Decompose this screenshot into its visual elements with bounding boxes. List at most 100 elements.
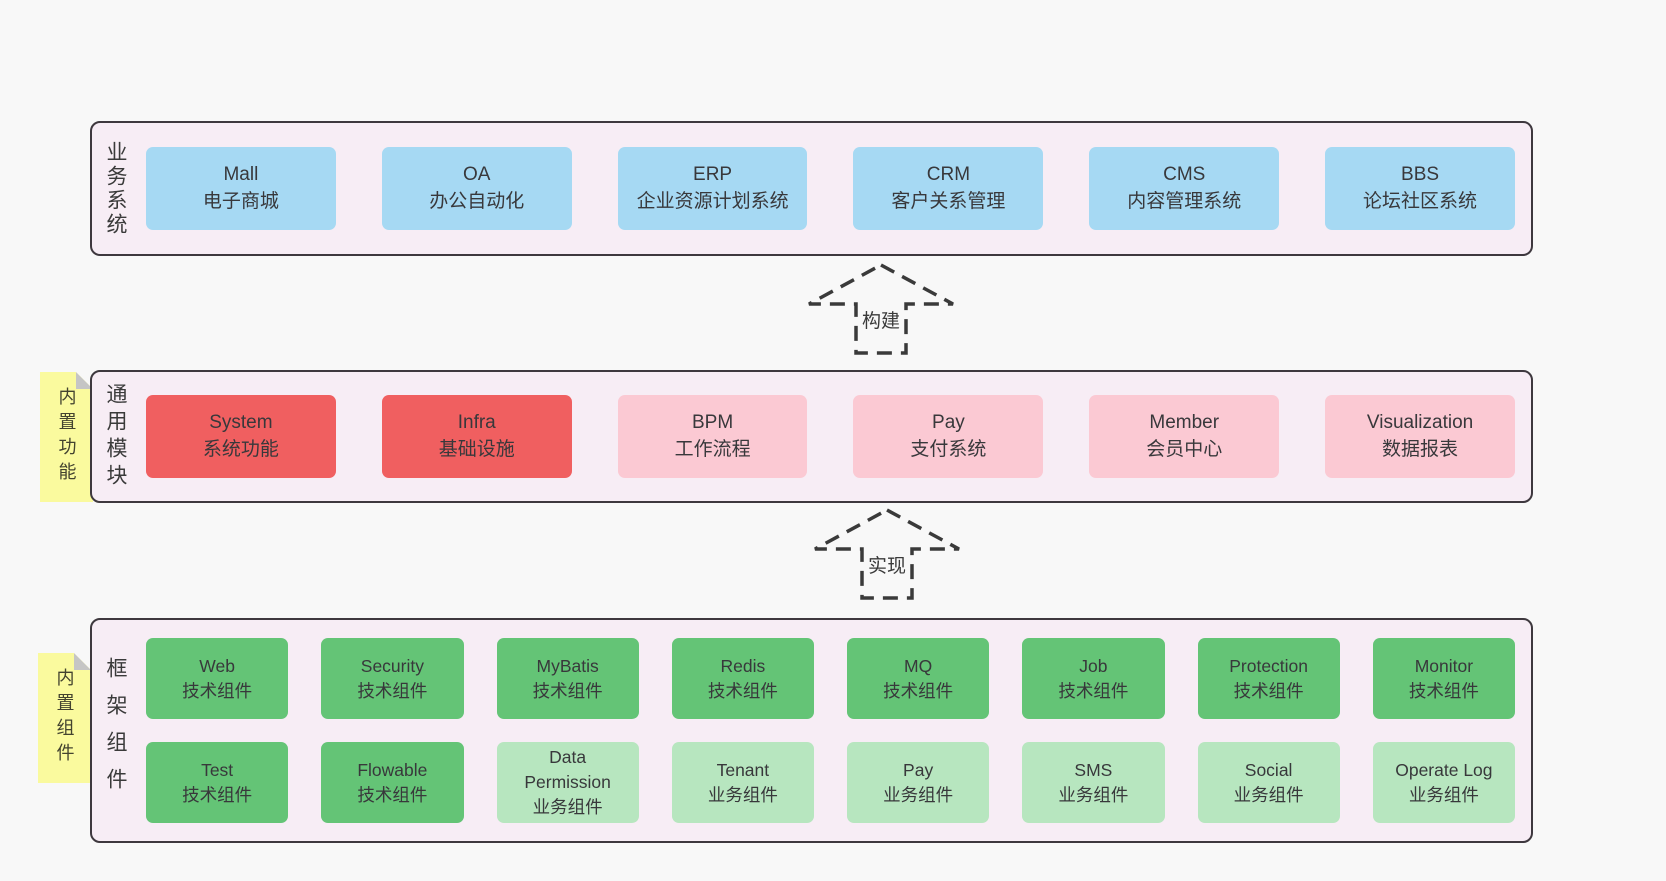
box-title: MyBatis: [536, 655, 599, 676]
box-mall: Mall 电子商城: [146, 147, 336, 230]
box-subtitle: 技术组件: [1058, 680, 1129, 701]
box-title: MQ: [904, 655, 933, 676]
box-subtitle: 客户关系管理: [891, 190, 1006, 212]
box-operate-log: Operate Log 业务组件: [1372, 742, 1515, 823]
box-subtitle: 技术组件: [182, 680, 253, 701]
box-bbs: BBS 论坛社区系统: [1325, 147, 1515, 230]
box-subtitle: 工作流程: [674, 438, 751, 460]
box-pay-module: Pay 支付系统: [853, 395, 1044, 478]
layer-framework-components: 框架组件 Web 技术组件 Security 技术组件 MyBatis 技术组件…: [90, 618, 1533, 843]
box-title: Flowable: [357, 759, 428, 780]
box-subtitle: 系统功能: [202, 438, 279, 460]
box-title: Tenant: [716, 759, 770, 780]
box-infra: Infra 基础设施: [381, 395, 572, 478]
box-title: Security: [360, 655, 424, 676]
box-social: Social 业务组件: [1197, 742, 1340, 823]
box-subtitle: 内容管理系统: [1127, 190, 1242, 212]
box-title: Monitor: [1414, 655, 1474, 676]
box-title: Mall: [223, 163, 259, 185]
box-security: Security 技术组件: [321, 638, 464, 719]
box-title: Data Permission: [524, 747, 611, 793]
dashed-up-arrow-build: 构建: [806, 262, 956, 357]
box-title: Web: [199, 655, 235, 676]
box-subtitle: 论坛社区系统: [1363, 190, 1478, 212]
note-fold-corner: [74, 653, 91, 670]
box-title: Operate Log: [1395, 759, 1493, 780]
business-boxes-row: Mall 电子商城 OA 办公自动化 ERP 企业资源计划系统 CRM 客户关系…: [138, 123, 1531, 254]
box-subtitle: 技术组件: [532, 680, 603, 701]
box-subtitle: 业务组件: [1233, 784, 1304, 805]
box-title: BBS: [1401, 163, 1440, 185]
box-flowable: Flowable 技术组件: [321, 742, 464, 823]
box-title: ERP: [693, 163, 733, 185]
box-title: Infra: [457, 411, 496, 433]
box-title: CRM: [926, 163, 971, 185]
box-subtitle: 业务组件: [883, 784, 954, 805]
box-title: OA: [463, 163, 491, 185]
box-title: SMS: [1074, 759, 1113, 780]
box-job: Job 技术组件: [1022, 638, 1165, 719]
box-subtitle: 办公自动化: [429, 190, 525, 212]
box-visualization: Visualization 数据报表: [1325, 395, 1515, 478]
component-grid: Web 技术组件 Security 技术组件 MyBatis 技术组件 Redi…: [138, 620, 1531, 841]
box-sms: SMS 业务组件: [1022, 742, 1165, 823]
module-boxes-row: System 系统功能 Infra 基础设施 BPM 工作流程 Pay 支付系统…: [138, 372, 1531, 501]
box-test: Test 技术组件: [146, 742, 289, 823]
layer-label-framework-components: 框架组件: [104, 656, 127, 805]
box-subtitle: 技术组件: [883, 680, 954, 701]
box-mybatis: MyBatis 技术组件: [496, 638, 639, 719]
box-subtitle: 企业资源计划系统: [636, 190, 789, 212]
box-subtitle: 数据报表: [1382, 438, 1459, 460]
box-oa: OA 办公自动化: [381, 147, 572, 230]
up-arrow-icon: [814, 508, 960, 600]
up-arrow-icon: [808, 263, 954, 355]
component-row-2: Test 技术组件 Flowable 技术组件 Data Permission …: [146, 742, 1515, 823]
box-subtitle: 技术组件: [1408, 680, 1479, 701]
box-subtitle: 基础设施: [438, 438, 515, 460]
box-title: BPM: [691, 411, 734, 433]
box-title: Pay: [903, 759, 934, 780]
box-title: CMS: [1163, 163, 1206, 185]
box-monitor: Monitor 技术组件: [1372, 638, 1515, 719]
box-pay-component: Pay 业务组件: [847, 742, 990, 823]
layer-label-business-systems: 业务系统: [104, 140, 127, 237]
box-title: Member: [1149, 411, 1220, 433]
box-subtitle: 技术组件: [707, 680, 778, 701]
arrow-label-implement: 实现: [864, 551, 910, 578]
component-row-1: Web 技术组件 Security 技术组件 MyBatis 技术组件 Redi…: [146, 638, 1515, 719]
box-subtitle: 技术组件: [1233, 680, 1304, 701]
box-title: Redis: [720, 655, 766, 676]
box-web: Web 技术组件: [146, 638, 289, 719]
box-subtitle: 技术组件: [182, 784, 253, 805]
box-title: Pay: [932, 411, 965, 433]
box-mq: MQ 技术组件: [847, 638, 990, 719]
box-title: System: [209, 411, 273, 433]
box-title: Test: [201, 759, 234, 780]
box-subtitle: 业务组件: [707, 784, 778, 805]
box-subtitle: 技术组件: [357, 784, 428, 805]
box-data-permission: Data Permission 业务组件: [496, 742, 639, 823]
note-text: 内置组件: [54, 668, 75, 768]
box-cms: CMS 内容管理系统: [1089, 147, 1280, 230]
box-crm: CRM 客户关系管理: [853, 147, 1044, 230]
note-text: 内置功能: [56, 387, 77, 487]
arrow-label-build: 构建: [858, 306, 904, 333]
box-subtitle: 技术组件: [357, 680, 428, 701]
box-subtitle: 业务组件: [532, 796, 603, 817]
box-title: Visualization: [1366, 411, 1474, 433]
box-redis: Redis 技术组件: [671, 638, 814, 719]
box-subtitle: 会员中心: [1146, 438, 1223, 460]
box-subtitle: 支付系统: [910, 438, 987, 460]
box-bpm: BPM 工作流程: [617, 395, 808, 478]
box-tenant: Tenant 业务组件: [671, 742, 814, 823]
dashed-up-arrow-implement: 实现: [812, 507, 962, 602]
box-protection: Protection 技术组件: [1197, 638, 1340, 719]
layer-business-systems: 业务系统 Mall 电子商城 OA 办公自动化 ERP 企业资源计划系统 CRM…: [90, 121, 1533, 256]
box-subtitle: 业务组件: [1058, 784, 1129, 805]
box-title: Job: [1079, 655, 1108, 676]
box-subtitle: 电子商城: [202, 190, 279, 212]
layer-common-modules: 通用模块 System 系统功能 Infra 基础设施 BPM 工作流程 Pay…: [90, 370, 1533, 503]
box-erp: ERP 企业资源计划系统: [617, 147, 808, 230]
sticky-note-builtin-components: 内置组件: [38, 653, 91, 783]
